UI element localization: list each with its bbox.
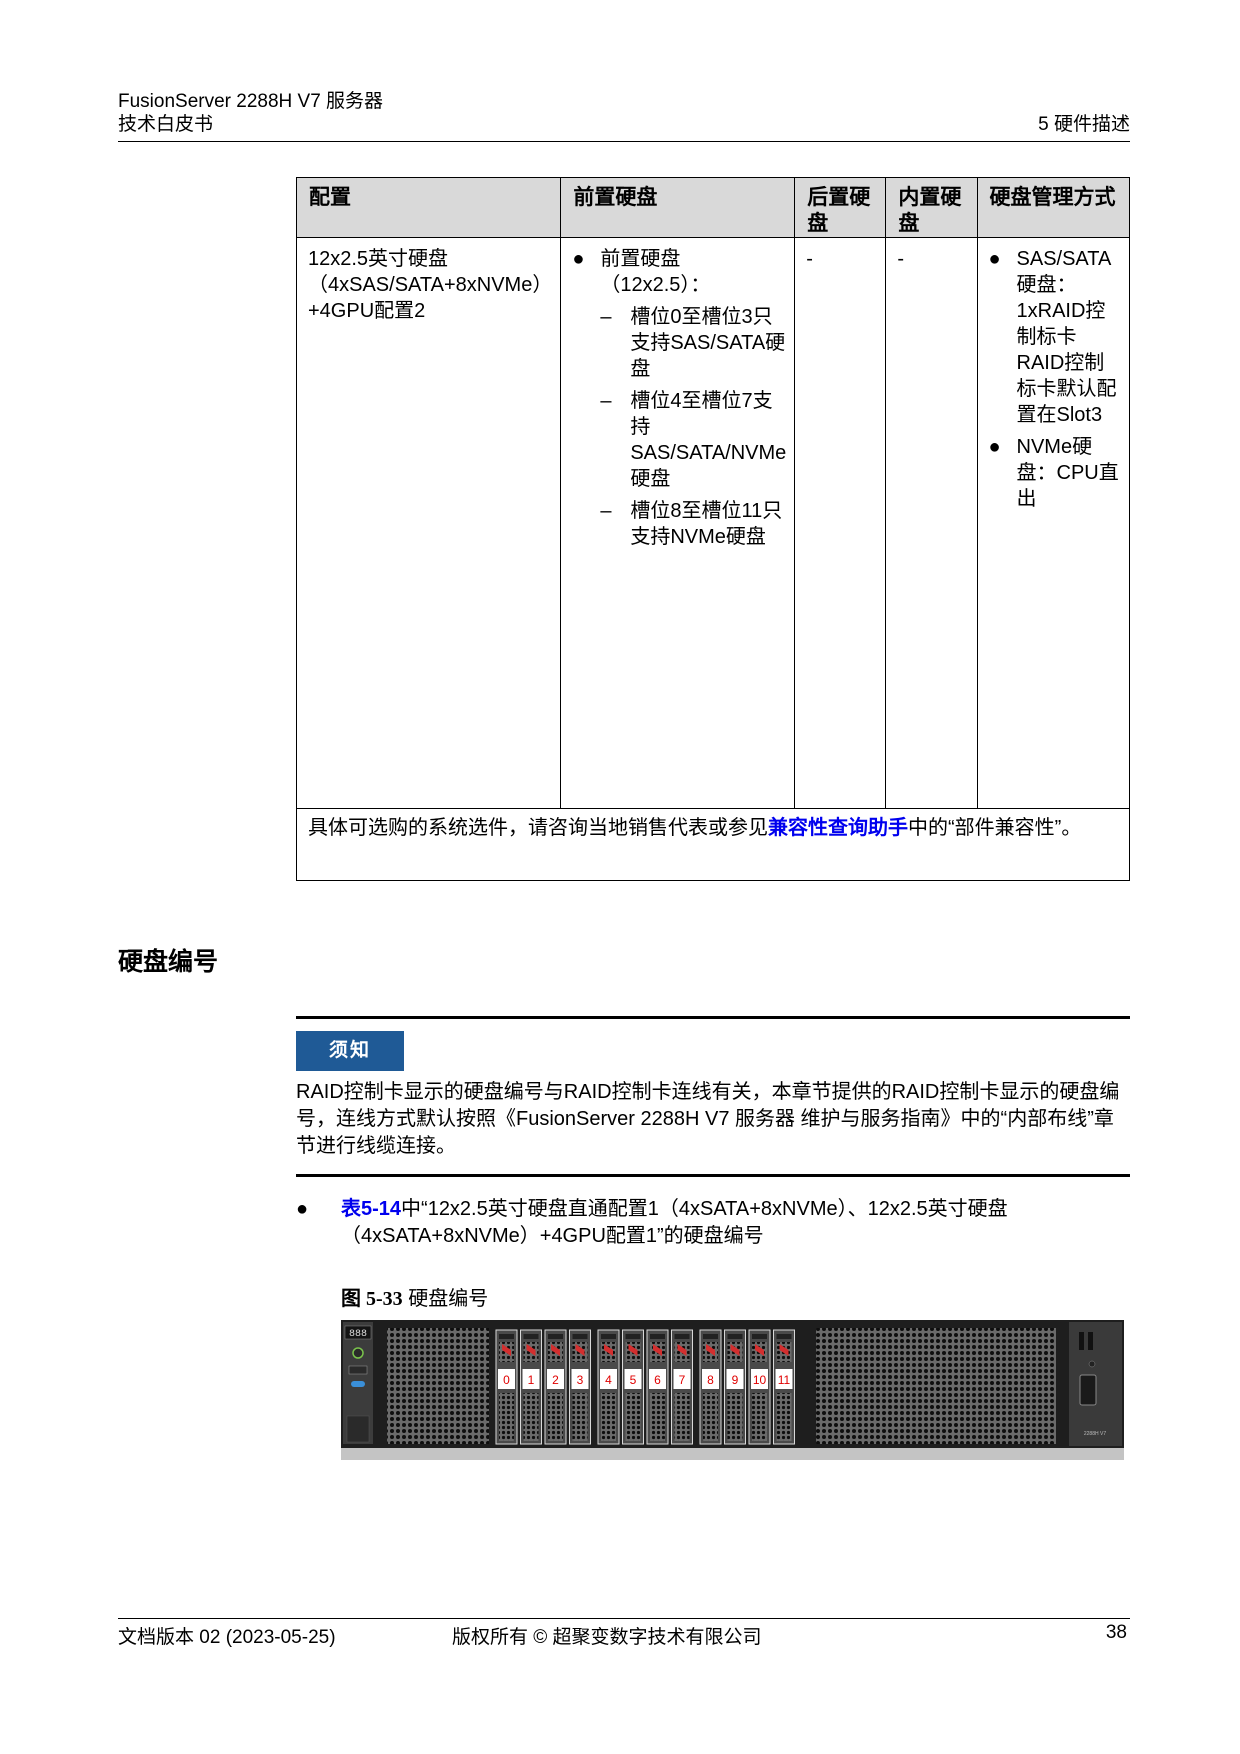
col-header-mgmt: 硬盘管理方式 — [976, 177, 1131, 238]
notice-box: 须知 RAID控制卡显示的硬盘编号与RAID控制卡连线有关，本章节提供的RAID… — [296, 1016, 1130, 1177]
slot-number: 5 — [630, 1373, 637, 1387]
drive-bay: 3 — [569, 1329, 591, 1445]
chassis-rail — [341, 1448, 1124, 1460]
drive-bay: 2 — [544, 1329, 567, 1445]
table-ref-link[interactable]: 表5-14 — [341, 1198, 402, 1220]
slot-number: 10 — [753, 1373, 767, 1387]
doc-version: 文档版本 02 (2023-05-25) — [118, 1627, 336, 1648]
left-vent-grille — [387, 1328, 489, 1444]
document-type: 技术白皮书 — [118, 114, 214, 135]
notice-tag: 须知 — [296, 1031, 404, 1071]
slot-number: 4 — [605, 1373, 612, 1387]
drive-bay: 8 — [699, 1329, 722, 1445]
drive-bays: 0 1 2 3 4 5 6 7 8 9 10 11 — [495, 1329, 795, 1445]
slot-number: 0 — [503, 1373, 510, 1387]
table-header-row: 配置 前置硬盘 后置硬盘 内置硬盘 硬盘管理方式 — [295, 177, 1131, 238]
section-title: 硬盘编号 — [118, 948, 219, 976]
drive-bay: 5 — [622, 1329, 644, 1445]
table-note-row: 具体可选购的系统选件，请咨询当地销售代表或参见兼容性查询助手中的“部件兼容性”。 — [296, 808, 1130, 881]
slot-number: 11 — [778, 1373, 791, 1387]
col-header-rear: 后置硬盘 — [794, 177, 887, 238]
cell-rear: - — [794, 237, 887, 809]
page-number: 38 — [1105, 1622, 1127, 1643]
slot-number: 8 — [707, 1373, 714, 1387]
front-title: 前置硬盘（12x2.5）： — [600, 248, 711, 296]
table-row: 12x2.5英寸硬盘（4xSAS/SATA+8xNVMe）+4GPU配置2 ●前… — [295, 237, 1131, 809]
note-text: 具体可选购的系统选件，请咨询当地销售代表或参见 — [308, 817, 768, 839]
drive-bay: 9 — [724, 1329, 746, 1445]
model-label: 2288H V7 — [1084, 1431, 1106, 1437]
vga-port-icon — [1079, 1374, 1097, 1406]
footer-divider — [118, 1618, 1130, 1619]
bullet-text: 中“12x2.5英寸硬盘直通配置1（4xSATA+8xNVMe）、12x2.5英… — [341, 1198, 1008, 1247]
slot-number: 2 — [552, 1373, 559, 1387]
drive-bay: 11 — [773, 1329, 795, 1445]
mgmt-note: NVMe硬盘：CPU直出 — [1016, 436, 1119, 510]
bullet-marker: ● — [296, 1198, 309, 1220]
notice-text: RAID控制卡显示的硬盘编号与RAID控制卡连线有关，本章节提供的RAID控制卡… — [296, 1081, 1120, 1157]
drive-bay: 7 — [671, 1329, 693, 1445]
compatibility-link[interactable]: 兼容性查询助手 — [768, 817, 908, 839]
copyright: 版权所有 © 超聚变数字技术有限公司 — [452, 1627, 762, 1648]
page-header-left: FusionServer 2288H V7 服务器 技术白皮书 — [118, 90, 383, 136]
uid-button-icon — [351, 1381, 365, 1387]
list-item: ●NVMe硬盘：CPU直出 — [989, 434, 1121, 512]
drive-bay: 10 — [748, 1329, 771, 1445]
front-slot-note: 槽位4至槽位7支持SAS/SATA/NVMe硬盘 — [630, 390, 787, 490]
figure-caption: 图 5-33 硬盘编号 — [341, 1282, 488, 1311]
bullet-item: ● 表5-14中“12x2.5英寸硬盘直通配置1（4xSATA+8xNVMe）、… — [296, 1196, 1130, 1250]
front-slot-note: 槽位0至槽位3只支持SAS/SATA硬盘 — [630, 306, 786, 380]
cell-internal: - — [885, 237, 978, 809]
usb-port-icon — [1079, 1332, 1084, 1350]
slot-number: 6 — [654, 1373, 661, 1387]
col-header-config: 配置 — [295, 177, 562, 238]
col-header-internal: 内置硬盘 — [885, 177, 978, 238]
front-slot-note: 槽位8至槽位11只支持NVMe硬盘 — [630, 500, 783, 548]
note-text-end: 中的“部件兼容性”。 — [908, 817, 1082, 839]
slot-number: 3 — [577, 1373, 584, 1387]
drive-bay: 4 — [597, 1329, 620, 1445]
slot-number: 7 — [679, 1373, 686, 1387]
slot-number: 1 — [528, 1373, 535, 1387]
figure-title: 硬盘编号 — [408, 1288, 489, 1310]
drive-bay: 0 — [495, 1329, 518, 1445]
server-front-panel-figure: 888 0 1 2 3 4 5 6 7 8 9 10 11 2288H V7 — [341, 1320, 1124, 1460]
col-header-front: 前置硬盘 — [560, 177, 796, 238]
slot-number: 9 — [732, 1373, 739, 1387]
power-button-icon — [352, 1347, 364, 1359]
product-name: FusionServer 2288H V7 服务器 — [118, 91, 384, 112]
header-divider — [118, 141, 1130, 142]
cell-front: ●前置硬盘（12x2.5）： –槽位0至槽位3只支持SAS/SATA硬盘 –槽位… — [560, 237, 796, 809]
figure-label: 图 5-33 — [341, 1288, 403, 1310]
cell-config: 12x2.5英寸硬盘（4xSAS/SATA+8xNVMe）+4GPU配置2 — [295, 237, 562, 809]
list-item: –槽位0至槽位3只支持SAS/SATA硬盘 — [600, 306, 786, 380]
list-item: ●SAS/SATA硬盘：1xRAID控制标卡RAID控制标卡默认配置在Slot3 — [989, 246, 1121, 428]
mgmt-note: SAS/SATA硬盘：1xRAID控制标卡RAID控制标卡默认配置在Slot3 — [1016, 248, 1117, 426]
drive-bay: 1 — [520, 1329, 542, 1445]
list-item: –槽位8至槽位11只支持NVMe硬盘 — [600, 498, 786, 550]
chapter-title: 5 硬件描述 — [1038, 114, 1130, 135]
list-item: –槽位4至槽位7支持SAS/SATA/NVMe硬盘 — [600, 390, 787, 490]
cell-mgmt: ●SAS/SATA硬盘：1xRAID控制标卡RAID控制标卡默认配置在Slot3… — [976, 237, 1131, 809]
list-item: ●前置硬盘（12x2.5）： — [572, 246, 786, 298]
table-note: 具体可选购的系统选件，请咨询当地销售代表或参见兼容性查询助手中的“部件兼容性”。 — [296, 808, 1130, 881]
usb-port-icon — [1088, 1332, 1093, 1350]
lcd-readout: 888 — [349, 1329, 367, 1340]
drive-bay: 6 — [646, 1329, 669, 1445]
config-table: 配置 前置硬盘 后置硬盘 内置硬盘 硬盘管理方式 12x2.5英寸硬盘（4xSA… — [295, 177, 1131, 881]
right-vent-grille — [816, 1328, 1056, 1444]
